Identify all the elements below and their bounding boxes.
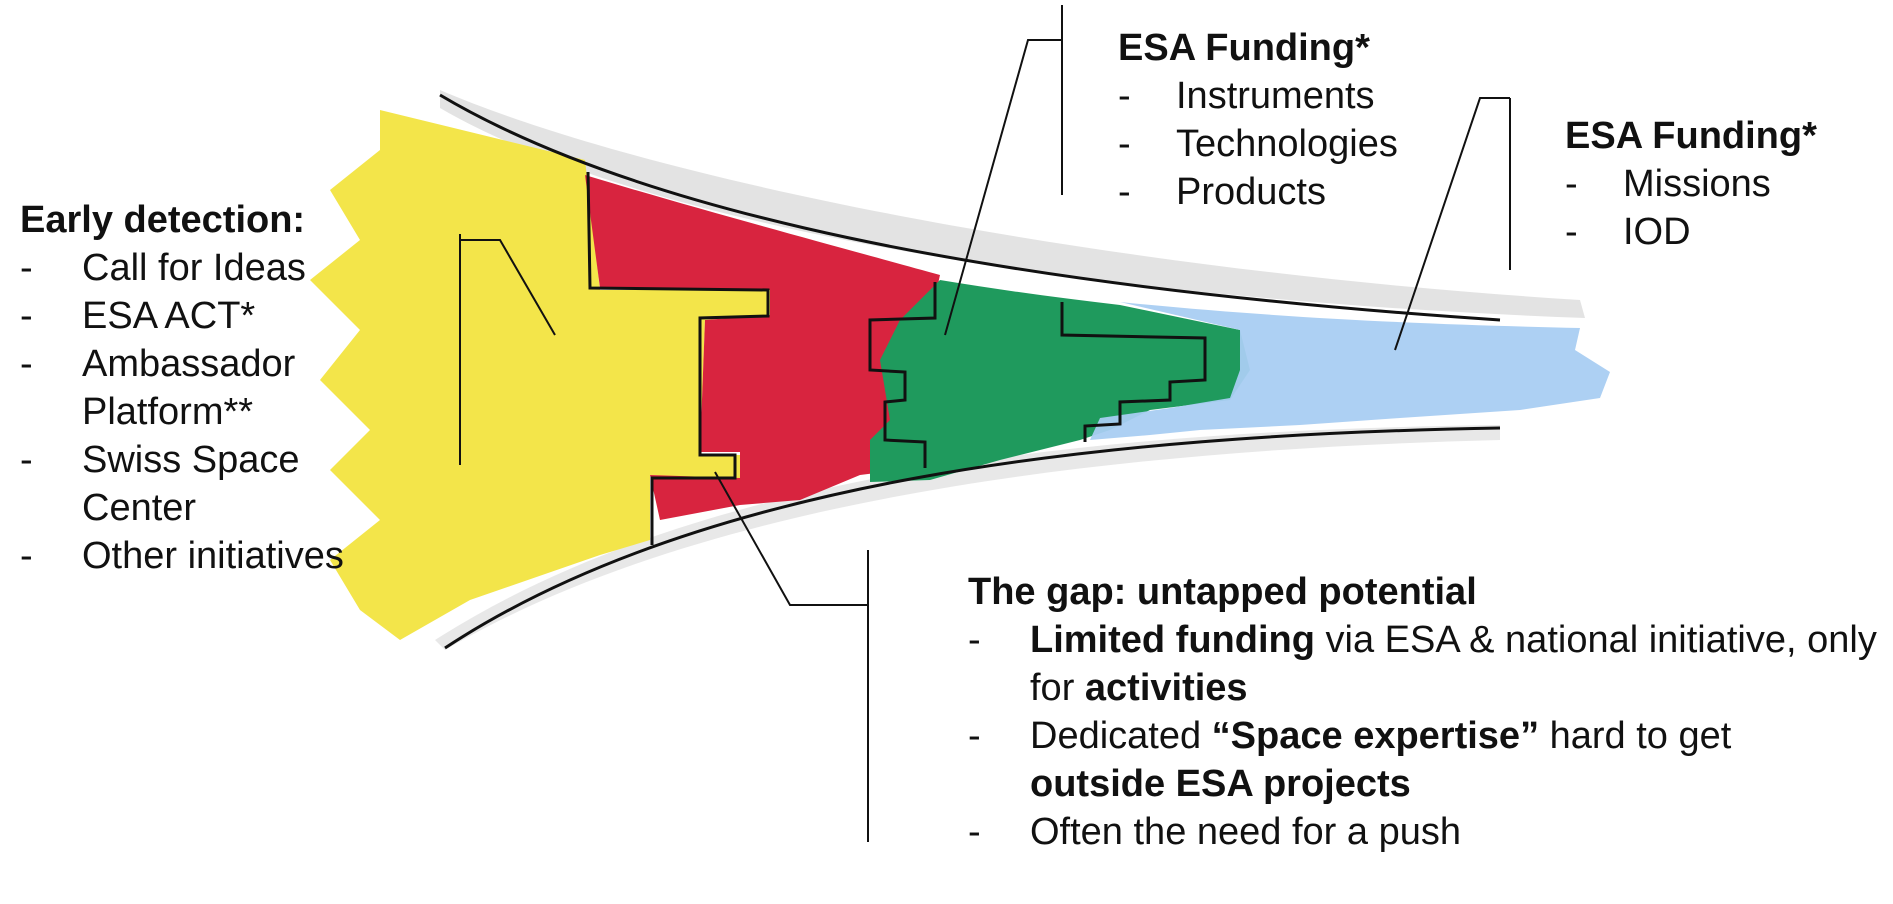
list-item: -Ambassador Platform** [20,343,296,433]
esa-funding-1-heading: ESA Funding* [1118,27,1370,69]
list-item: -Other initiatives [20,535,344,577]
esa-funding-block-1: ESA Funding* -Instruments -Technologies … [1118,24,1478,216]
funnel-bottom-contour [444,426,1501,650]
mid-stage-area [870,280,1250,482]
esa-funding-block-2: ESA Funding* -Missions -IOD [1565,112,1893,256]
list-item: -Limited funding via ESA & national init… [968,619,1877,709]
gap-block: The gap: untapped potential -Limited fun… [968,568,1888,856]
list-item: -Instruments [1118,75,1375,117]
list-item: -Technologies [1118,123,1398,165]
gap-right-boundary [868,282,937,468]
early-detection-callout-line [459,234,556,465]
mid-right-boundary [1060,302,1207,442]
early-detection-block: Early detection: -Call for Ideas -ESA AC… [20,196,440,580]
list-item: -Products [1118,171,1326,213]
list-item: -Dedicated “Space expertise” hard to get… [968,715,1732,805]
funnel-top-contour [439,93,1501,322]
esa-funding-2-callout-line [1394,97,1511,351]
list-item: -ESA ACT* [20,295,256,337]
funnel-shadow [440,90,1585,318]
list-item: -Missions [1565,163,1771,205]
early-detection-heading: Early detection: [20,199,306,241]
list-item: -Often the need for a push [968,811,1461,853]
esa-funding-2-heading: ESA Funding* [1565,115,1817,157]
gap-heading: The gap: untapped potential [968,571,1477,613]
gap-stage-area [585,175,940,520]
late-stage-area [1090,302,1610,440]
gap-left-boundary [586,171,770,545]
list-item: -Swiss Space Center [20,439,300,529]
early-stage-area [310,110,770,640]
esa-funding-1-callout-line [944,5,1063,336]
list-item: -Call for Ideas [20,247,306,289]
gap-callout-line [714,471,869,842]
list-item: -IOD [1565,211,1691,253]
